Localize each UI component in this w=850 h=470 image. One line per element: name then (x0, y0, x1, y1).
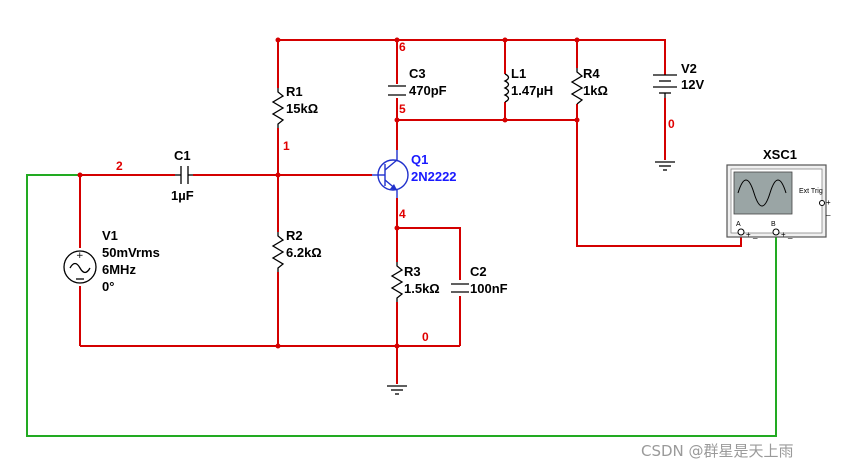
q1-transistor-symbol (372, 150, 409, 198)
c2-value-label: 100nF (470, 281, 508, 296)
v1-amplitude-label: 50mVrms (102, 245, 160, 260)
node-label-6: 6 (399, 40, 406, 54)
r2-value-label: 6.2kΩ (286, 245, 322, 260)
junctions (77, 37, 580, 349)
wire-scope-a (576, 120, 742, 247)
xsc1-ref-label: XSC1 (763, 147, 797, 162)
wire-emitter (396, 198, 461, 346)
c1-capacitor-symbol (175, 166, 193, 184)
xsc1-a-plus-label: + (746, 230, 751, 239)
node-label-5: 5 (399, 102, 406, 116)
r4-resistor-symbol (570, 68, 584, 105)
node-label-0-supply: 0 (668, 117, 675, 131)
r2-ref-label: R2 (286, 228, 303, 243)
xsc1-channel-b-label: B (771, 221, 776, 228)
v1-frequency-label: 6MHz (102, 262, 136, 277)
ground-symbol-emitter (387, 385, 407, 395)
ground-symbol-v2 (655, 161, 675, 171)
r2-resistor-symbol (271, 232, 285, 272)
c2-capacitor-symbol (451, 283, 469, 293)
c1-value-label: 1µF (171, 188, 194, 203)
xsc1-a-minus-label: _ (752, 230, 758, 239)
c1-ref-label: C1 (174, 148, 191, 163)
wire-top-rail (278, 39, 666, 75)
c3-capacitor-symbol (388, 85, 406, 96)
l1-inductor-symbol (503, 73, 510, 103)
r4-ref-label: R4 (583, 66, 600, 81)
v1-ac-source-symbol: + (63, 250, 97, 284)
r3-value-label: 1.5kΩ (404, 281, 440, 296)
xsc1-trig-plus-label: + (826, 198, 831, 207)
wire-scope-b (26, 174, 777, 437)
node-label-2: 2 (116, 159, 123, 173)
xsc1-ext-trig-label: Ext Trig (799, 188, 823, 195)
v1-phase-label: 0° (102, 279, 114, 294)
r4-value-label: 1kΩ (583, 83, 608, 98)
c3-value-label: 470pF (409, 83, 447, 98)
v2-battery-symbol (653, 74, 677, 98)
node-label-0-ground: 0 (422, 330, 429, 344)
xsc1-trig-minus-label: _ (825, 207, 831, 216)
r3-resistor-symbol (390, 262, 404, 302)
sine-wave-icon (737, 179, 787, 207)
c2-ref-label: C2 (470, 264, 487, 279)
q1-model-label: 2N2222 (411, 169, 457, 184)
r1-value-label: 15kΩ (286, 101, 318, 116)
node-label-1: 1 (283, 139, 290, 153)
v2-ref-label: V2 (681, 61, 697, 76)
c3-ref-label: C3 (409, 66, 426, 81)
r1-ref-label: R1 (286, 84, 303, 99)
xsc1-channel-a-label: A (736, 221, 741, 228)
l1-value-label: 1.47µH (511, 83, 553, 98)
l1-ref-label: L1 (511, 66, 526, 81)
r3-ref-label: R3 (404, 264, 421, 279)
oscilloscope-screen (733, 171, 793, 215)
node-label-4: 4 (399, 207, 406, 221)
watermark: CSDN @群星是天上雨 (641, 442, 794, 460)
xsc1-b-minus-label: _ (787, 230, 793, 239)
r1-resistor-symbol (271, 88, 285, 128)
v1-ref-label: V1 (102, 228, 118, 243)
q1-ref-label: Q1 (411, 152, 428, 167)
svg-text:+: + (76, 251, 84, 261)
v2-value-label: 12V (681, 77, 704, 92)
xsc1-b-plus-label: + (781, 230, 786, 239)
xsc1-oscilloscope[interactable] (726, 164, 827, 238)
